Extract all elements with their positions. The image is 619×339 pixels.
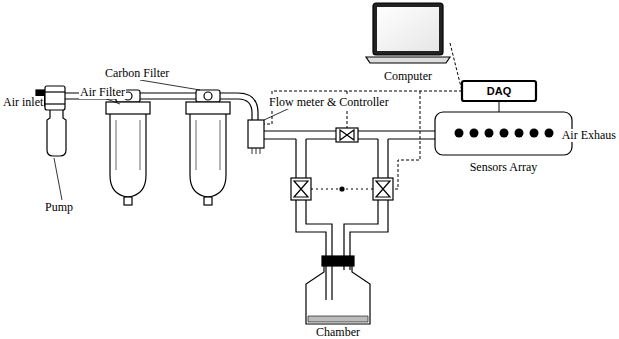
daq-box: DAQ [462,81,536,101]
chamber-node: Chamber [300,256,376,339]
part-label: Flow meter & Controller [268,96,390,109]
node-label: Computer [384,70,432,83]
part-label: Air Exhaus [561,129,617,142]
node-label: Sensors Array [470,161,538,174]
computer-node: Computer [366,3,450,83]
part-label: Carbon Filter [104,67,170,80]
signal-wire [499,101,500,112]
node-label: Chamber [316,326,360,339]
sensor-array: Sensors Array [435,112,572,174]
signal-wire [450,43,462,91]
node-label: DAQ [487,85,511,98]
part-label: Pump [44,201,74,214]
part-label: Air inlet [2,96,44,109]
part-label: Air Filter [79,86,126,99]
